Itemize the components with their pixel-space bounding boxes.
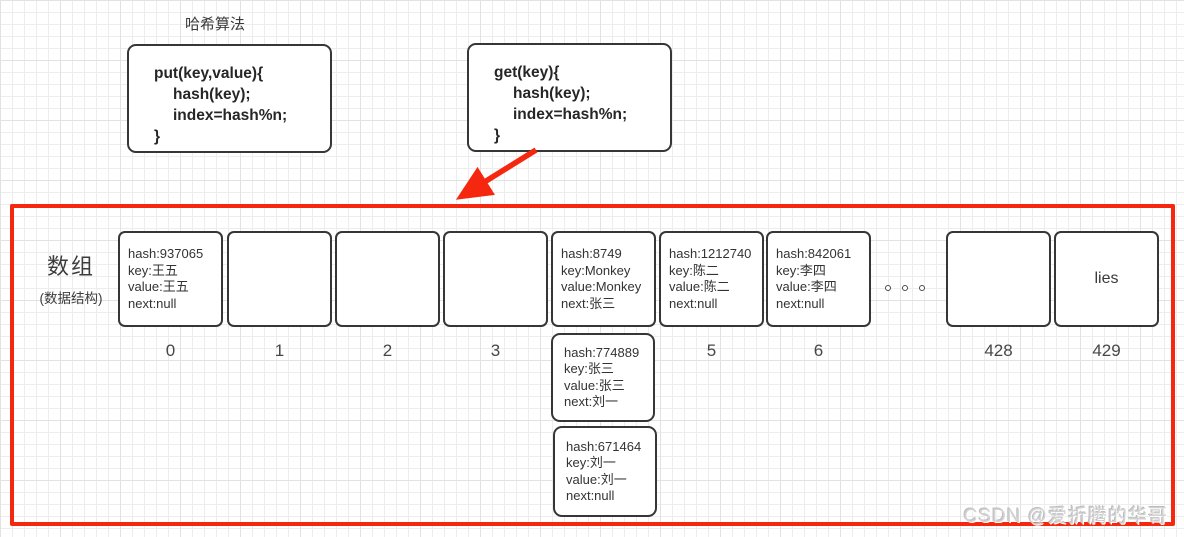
- ellipsis-dot: [902, 285, 908, 291]
- cell-line: hash:937065: [128, 246, 204, 261]
- code-line: hash(key);: [173, 86, 251, 103]
- code-line: get(key){: [494, 64, 560, 81]
- cell-line: next:null: [566, 488, 615, 503]
- ellipsis-dot: [885, 285, 891, 291]
- array-label: 数组: [46, 254, 95, 279]
- array-cell-3: [443, 231, 548, 327]
- put-code-box: put(key,value){ hash(key); index=hash%n;…: [127, 44, 332, 153]
- cell-line: key:陈二: [669, 262, 719, 278]
- index-label-6: 6: [813, 341, 824, 360]
- cell-line: next:张三: [561, 295, 616, 311]
- array-cell-4: hash:8749 key:Monkey value:Monkey next:张…: [551, 231, 656, 327]
- cell-line: key:刘一: [566, 455, 616, 470]
- cell-line: value:王五: [128, 279, 189, 294]
- index-label-2: 2: [382, 341, 393, 360]
- get-code-box: get(key){ hash(key); index=hash%n; }: [467, 43, 672, 152]
- index-label-0: 0: [165, 341, 176, 360]
- chain-node-1: hash:671464 key:刘一 value:刘一 next:null: [553, 426, 657, 517]
- cell-line: hash:671464: [566, 438, 642, 454]
- cell-line: hash:1212740: [669, 246, 752, 261]
- index-label-5: 5: [706, 341, 717, 360]
- index-label-429: 429: [1092, 341, 1121, 360]
- array-sublabel: (数据结构): [39, 291, 103, 306]
- code-line: index=hash%n;: [513, 106, 628, 123]
- ellipsis-dot: [919, 285, 925, 291]
- cell-line: hash:842061: [776, 246, 852, 261]
- code-line: }: [154, 128, 161, 145]
- cell-line: next:null: [128, 295, 177, 311]
- cell-line: key:张三: [564, 361, 614, 376]
- cell-line: next:null: [776, 295, 825, 311]
- cell-line: value:李四: [776, 279, 837, 294]
- diagram-title: 哈希算法: [184, 16, 245, 33]
- array-cell-0: hash:937065 key:王五 value:王五 next:null: [118, 231, 223, 327]
- index-label-428: 428: [984, 341, 1013, 360]
- code-line: put(key,value){: [154, 65, 264, 82]
- cell-line: value:陈二: [669, 279, 730, 294]
- cell-line: hash:774889: [564, 344, 640, 360]
- array-cell-2: [335, 231, 440, 327]
- index-label-3: 3: [490, 341, 501, 360]
- array-cell-5: hash:1212740 key:陈二 value:陈二 next:null: [659, 231, 764, 327]
- cell-line: hash:8749: [561, 246, 622, 261]
- cell-line: key:王五: [128, 262, 178, 278]
- cell-text: lies: [1094, 269, 1119, 287]
- cell-line: key:Monkey: [561, 262, 631, 278]
- cell-line: value:刘一: [566, 471, 627, 487]
- array-cell-1: [227, 231, 332, 327]
- array-cell-6: hash:842061 key:李四 value:李四 next:null: [766, 231, 871, 327]
- array-cell-429: lies: [1054, 231, 1159, 327]
- chain-node-0: hash:774889 key:张三 value:张三 next:刘一: [551, 333, 655, 422]
- cell-line: next:刘一: [564, 394, 619, 409]
- cell-line: value:张三: [564, 377, 625, 393]
- cell-line: value:Monkey: [561, 279, 642, 294]
- code-line: hash(key);: [513, 85, 591, 102]
- code-line: }: [494, 127, 501, 144]
- code-line: index=hash%n;: [173, 107, 288, 124]
- watermark: CSDN @爱折腾的华哥: [963, 506, 1168, 527]
- ellipsis: [885, 285, 925, 291]
- array-cell-428: [946, 231, 1051, 327]
- cell-line: key:李四: [776, 262, 826, 278]
- cell-line: next:null: [669, 295, 718, 311]
- hash-table-container: [10, 204, 1175, 526]
- index-label-1: 1: [274, 341, 285, 360]
